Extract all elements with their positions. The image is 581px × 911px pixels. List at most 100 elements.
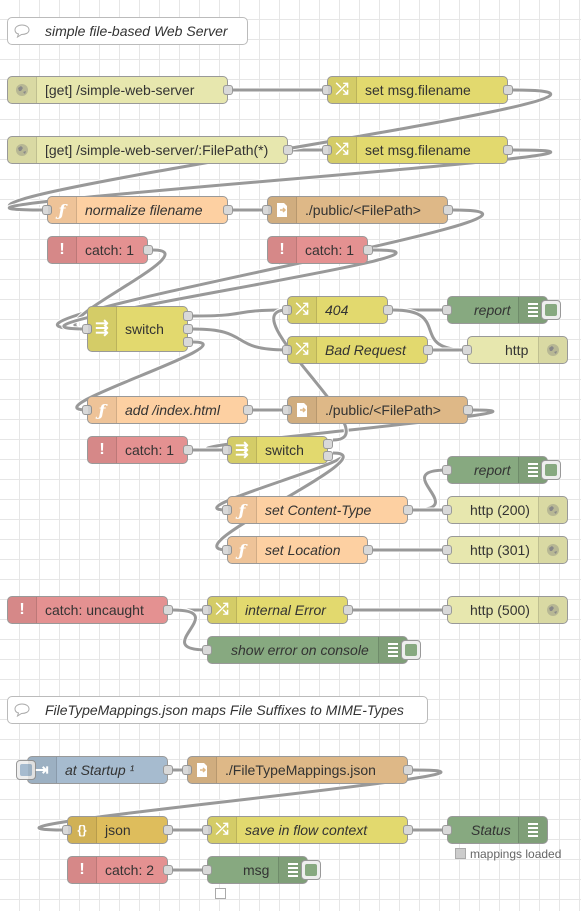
file-in-node-public-1[interactable]: ./public/<FilePath> [262, 196, 453, 224]
catch-node-uncaught[interactable]: ! catch: uncaught [7, 596, 173, 624]
input-port[interactable] [222, 445, 232, 455]
change-node-save-context[interactable]: ⤮ save in flow context [202, 816, 413, 844]
output-port[interactable] [163, 605, 173, 615]
wire[interactable] [62, 248, 398, 331]
http-in-node-get-filepath[interactable]: [get] /simple-web-server/:FilePath(*) [7, 136, 293, 164]
wire[interactable] [412, 468, 448, 512]
function-node-set-location[interactable]: ƒ set Location [222, 536, 373, 564]
json-node[interactable]: {} json [62, 816, 173, 844]
wire[interactable] [172, 608, 208, 652]
catch-node-2[interactable]: ! catch: 2 [67, 856, 173, 884]
output-port-1[interactable] [183, 311, 193, 321]
change-node-404[interactable]: ⤮ 404 [282, 296, 393, 324]
output-port-2[interactable] [323, 451, 333, 461]
output-port[interactable] [403, 825, 413, 835]
output-port[interactable] [343, 605, 353, 615]
function-node-normalize[interactable]: ƒ normalize filename [42, 196, 233, 224]
output-port[interactable] [283, 145, 293, 155]
output-port[interactable] [363, 245, 373, 255]
input-port[interactable] [442, 505, 452, 515]
comment-node-web-server[interactable]: simple file-based Web Server [7, 17, 248, 45]
input-port[interactable] [262, 205, 272, 215]
function-node-set-content-type[interactable]: ƒ set Content-Type [222, 496, 413, 524]
inject-button[interactable] [16, 760, 36, 780]
output-port[interactable] [183, 445, 193, 455]
http-in-node-get-root[interactable]: [get] /simple-web-server [7, 76, 233, 104]
debug-toggle-button[interactable] [541, 300, 561, 320]
output-port[interactable] [463, 405, 473, 415]
output-port[interactable] [363, 545, 373, 555]
input-port[interactable] [62, 825, 72, 835]
wire[interactable] [192, 327, 288, 352]
debug-node-report-1[interactable]: report [442, 296, 561, 324]
input-port[interactable] [282, 345, 292, 355]
debug-node-report-2[interactable]: report [442, 456, 561, 484]
function-node-add-index[interactable]: ƒ add /index.html [82, 396, 253, 424]
status-node[interactable]: Status [442, 816, 548, 844]
http-response-node-200[interactable]: http (200) [442, 496, 568, 524]
output-port[interactable] [383, 305, 393, 315]
input-port[interactable] [182, 765, 192, 775]
input-port[interactable] [282, 405, 292, 415]
wire[interactable] [7, 148, 553, 212]
input-port[interactable] [442, 545, 452, 555]
output-port[interactable] [503, 85, 513, 95]
change-node-internal-error[interactable]: ⤮ internal Error [202, 596, 353, 624]
comment-node-file-type-mappings[interactable]: FileTypeMappings.json maps File Suffixes… [7, 696, 428, 724]
input-port[interactable] [202, 605, 212, 615]
output-port[interactable] [163, 865, 173, 875]
output-port[interactable] [403, 765, 413, 775]
wire[interactable] [55, 208, 485, 331]
switch-node-2[interactable]: ⇶ switch [222, 436, 333, 464]
input-port[interactable] [322, 85, 332, 95]
catch-node-1c[interactable]: ! catch: 1 [87, 436, 193, 464]
input-port[interactable] [282, 305, 292, 315]
file-in-node-public-2[interactable]: ./public/<FilePath> [282, 396, 473, 424]
output-port-3[interactable] [183, 337, 193, 347]
output-port[interactable] [223, 85, 233, 95]
http-response-node-500[interactable]: http (500) [442, 596, 568, 624]
output-port-1[interactable] [323, 439, 333, 449]
catch-node-1b[interactable]: ! catch: 1 [267, 236, 373, 264]
debug-toggle-button[interactable] [301, 860, 321, 880]
output-port[interactable] [163, 765, 173, 775]
wire[interactable] [75, 340, 205, 412]
debug-toggle-button[interactable] [541, 460, 561, 480]
output-port[interactable] [503, 145, 513, 155]
debug-toggle-button[interactable] [401, 640, 421, 660]
inject-node-at-startup[interactable]: ⇥ at Startup ¹ [16, 756, 173, 784]
input-port[interactable] [202, 865, 212, 875]
output-port-2[interactable] [183, 324, 193, 334]
input-port[interactable] [222, 545, 232, 555]
input-port[interactable] [442, 305, 452, 315]
catch-node-1a[interactable]: ! catch: 1 [47, 236, 153, 264]
debug-node-msg[interactable]: msg [202, 856, 321, 884]
input-port[interactable] [202, 825, 212, 835]
wire[interactable] [73, 248, 167, 331]
input-port[interactable] [322, 145, 332, 155]
input-port[interactable] [462, 345, 472, 355]
change-node-bad-request[interactable]: ⤮ Bad Request [282, 336, 433, 364]
http-response-node-301[interactable]: http (301) [442, 536, 568, 564]
output-port[interactable] [423, 345, 433, 355]
http-response-node-http[interactable]: http [462, 336, 568, 364]
output-port[interactable] [223, 205, 233, 215]
input-port[interactable] [442, 605, 452, 615]
wire[interactable] [272, 308, 348, 442]
debug-node-show-error[interactable]: show error on console [202, 636, 421, 664]
input-port[interactable] [442, 825, 452, 835]
change-node-set-filename-2[interactable]: ⤮ set msg.filename [322, 136, 513, 164]
input-port[interactable] [222, 505, 232, 515]
input-port[interactable] [42, 205, 52, 215]
switch-node-1[interactable]: ⇶ switch [82, 306, 193, 352]
change-node-set-filename-1[interactable]: ⤮ set msg.filename [322, 76, 513, 104]
input-port[interactable] [202, 645, 212, 655]
output-port[interactable] [243, 405, 253, 415]
wire[interactable] [37, 768, 443, 832]
input-port[interactable] [82, 405, 92, 415]
wire[interactable] [192, 308, 288, 318]
output-port[interactable] [143, 245, 153, 255]
output-port[interactable] [443, 205, 453, 215]
input-port[interactable] [82, 324, 92, 334]
file-in-node-file-type-mappings[interactable]: ./FileTypeMappings.json [182, 756, 413, 784]
